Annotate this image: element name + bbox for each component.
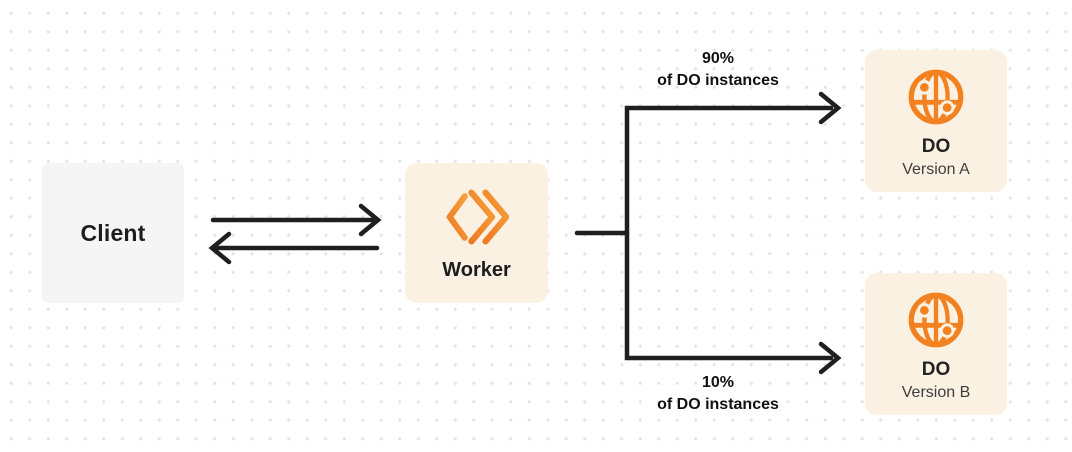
branch-a-percent: 90% xyxy=(701,50,735,67)
globe-icon xyxy=(905,66,967,128)
branch-b-caption: of DO instances xyxy=(657,396,779,413)
do-version-b-node: DO Version B xyxy=(865,273,1007,415)
branch-b-label: 10% of DO instances xyxy=(598,372,838,416)
worker-label: Worker xyxy=(442,259,511,281)
client-node: Client xyxy=(42,163,184,303)
branch-a-label: 90% of DO instances xyxy=(598,48,838,92)
fork-branch-line xyxy=(624,105,834,361)
globe-icon xyxy=(905,289,967,351)
do-b-subtitle: Version B xyxy=(901,383,971,401)
branch-a-caption: of DO instances xyxy=(657,72,779,89)
worker-to-client-arrowhead-icon xyxy=(208,231,232,265)
cloudflare-workers-icon xyxy=(445,188,509,246)
do-a-title: DO xyxy=(921,135,951,157)
branch-b-arrowhead-icon xyxy=(818,341,842,375)
branch-a-arrowhead-icon xyxy=(818,91,842,125)
do-a-subtitle: Version A xyxy=(902,160,970,178)
worker-node: Worker xyxy=(405,163,548,303)
branch-b-percent: 10% xyxy=(701,374,735,391)
client-to-worker-arrowhead-icon xyxy=(358,203,382,237)
client-label: Client xyxy=(80,219,146,246)
do-b-title: DO xyxy=(921,358,951,380)
do-version-a-node: DO Version A xyxy=(865,50,1007,192)
